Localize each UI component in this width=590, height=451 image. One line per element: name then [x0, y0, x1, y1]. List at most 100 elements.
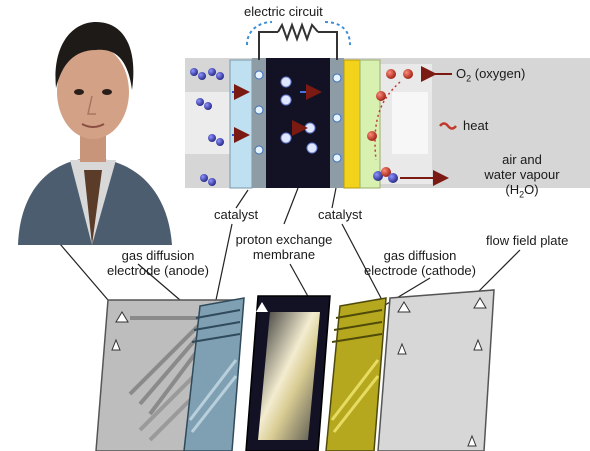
anode-gdl-layers — [191, 309, 241, 343]
proton-icon — [280, 76, 292, 88]
cathode-gdl-layers — [331, 309, 383, 343]
anode-gdl-stripes — [188, 359, 238, 433]
oxygen-atom — [403, 69, 413, 79]
circuit-wire-left — [258, 31, 278, 60]
hydrogen-atom — [208, 178, 216, 186]
hydrogen-atom — [200, 174, 208, 182]
oxygen-atom — [376, 91, 386, 101]
electron-icon — [332, 73, 342, 83]
resistor-icon — [277, 22, 319, 42]
hydrogen-atom — [208, 134, 216, 142]
electron-icon — [332, 153, 342, 163]
water-hydrogen-atom — [388, 173, 398, 183]
plate-port-icon — [111, 338, 121, 351]
cathode-catalyst-strip — [343, 59, 361, 189]
label-flow-field-plate: flow field plate — [486, 233, 569, 248]
hair — [55, 22, 134, 90]
eye-left — [74, 89, 84, 95]
label-oxygen-main: O — [456, 66, 467, 81]
label-catalyst-right: catalyst — [318, 207, 363, 222]
leader-plate-left — [59, 243, 109, 301]
pem-active-area — [258, 312, 320, 440]
hydrogen-atom — [204, 102, 212, 110]
face — [57, 45, 129, 139]
proton-icon — [280, 94, 292, 106]
plate-port-icon — [473, 297, 487, 309]
label-air-line1: air and — [502, 152, 542, 167]
electron-flow-left — [246, 21, 273, 46]
electron-flow-right — [324, 21, 351, 46]
oxygen-molecules — [367, 66, 457, 186]
label-heat: heat — [463, 118, 489, 133]
cathode-gas-diffusion-electrode — [325, 297, 387, 451]
proton-exchange-membrane — [266, 58, 330, 188]
plate-port-icon — [397, 342, 407, 355]
label-water-pre: (H — [505, 182, 520, 197]
proton-icon — [306, 142, 318, 154]
plate-port-icon — [115, 311, 129, 323]
hydrogen-atom — [198, 72, 206, 80]
anode-gas-diffusion-electrode — [183, 297, 245, 451]
plate-port-icon — [467, 434, 477, 447]
water-oxygen-atom — [381, 167, 391, 177]
label-electric-circuit: electric circuit — [244, 4, 323, 19]
heat-icon — [439, 122, 457, 130]
leader-catalyst-right — [331, 187, 337, 209]
leader-anode-gdl — [137, 263, 181, 301]
tie — [84, 170, 102, 245]
charge-carriers — [254, 70, 342, 163]
label-gdl-cathode-line2: electrode (cathode) — [363, 263, 476, 278]
electron-icon — [254, 70, 264, 80]
anode-gdl-layer — [229, 59, 253, 189]
plate-port-icon — [473, 338, 483, 351]
oxygen-atom — [367, 131, 377, 141]
label-air-line2: water vapour — [484, 167, 560, 182]
label-gdl-anode-line2: electrode (anode) — [107, 263, 209, 278]
leader-catalyst-left — [235, 189, 249, 209]
cathode-gdl-layer — [359, 59, 381, 189]
label-water-formula: (H2O) — [462, 182, 582, 203]
hydrogen-atom — [196, 98, 204, 106]
flow-field-plate-right — [377, 289, 495, 451]
hydrogen-atom — [190, 68, 198, 76]
anode-channel — [185, 92, 230, 154]
electron-icon — [254, 105, 264, 115]
portrait-photo — [0, 0, 185, 245]
label-oxygen: O2 (oxygen) — [456, 67, 525, 86]
cathode-gdl-stripes — [330, 359, 380, 433]
water-hydrogen-atom — [373, 171, 383, 181]
label-water-sub: 2 — [519, 189, 525, 200]
proton-exchange-membrane-exploded — [245, 295, 331, 451]
hydrogen-molecules — [190, 68, 250, 186]
electron-icon — [332, 113, 342, 123]
leader-cathode-from-catalyst — [341, 223, 383, 301]
proton-icon — [280, 132, 292, 144]
nose — [87, 95, 96, 115]
hydrogen-atom — [216, 72, 224, 80]
circuit-wire-right — [318, 31, 338, 60]
label-gdl-cathode-line1: gas diffusion — [383, 248, 457, 263]
label-oxygen-sub: 2 — [466, 73, 472, 84]
leader-anode-exploded — [215, 223, 233, 301]
label-gdl-anode: gas diffusion electrode (anode) — [98, 248, 218, 278]
electron-icon — [254, 145, 264, 155]
label-catalyst-left: catalyst — [214, 207, 259, 222]
leader-pem — [283, 187, 299, 225]
label-air-water: air and water vapour (H2O) — [462, 152, 582, 203]
plate-body — [377, 289, 495, 451]
label-pem-line2: membrane — [252, 247, 316, 262]
label-water-post: O) — [524, 182, 539, 197]
label-oxygen-rest: (oxygen) — [471, 66, 526, 81]
eye-right — [102, 89, 112, 95]
cathode-gdl-body — [325, 297, 387, 451]
exploded-view — [95, 289, 495, 451]
label-pem: proton exchange membrane — [218, 232, 350, 262]
cathode-channel — [392, 92, 428, 154]
plate-port-icon — [397, 301, 411, 313]
label-pem-line1: proton exchange — [235, 232, 333, 247]
leader-pem-exploded — [289, 263, 311, 301]
hydrogen-atom — [216, 138, 224, 146]
anode-catalyst-layer — [252, 58, 266, 188]
pem-port-icon — [256, 302, 268, 312]
